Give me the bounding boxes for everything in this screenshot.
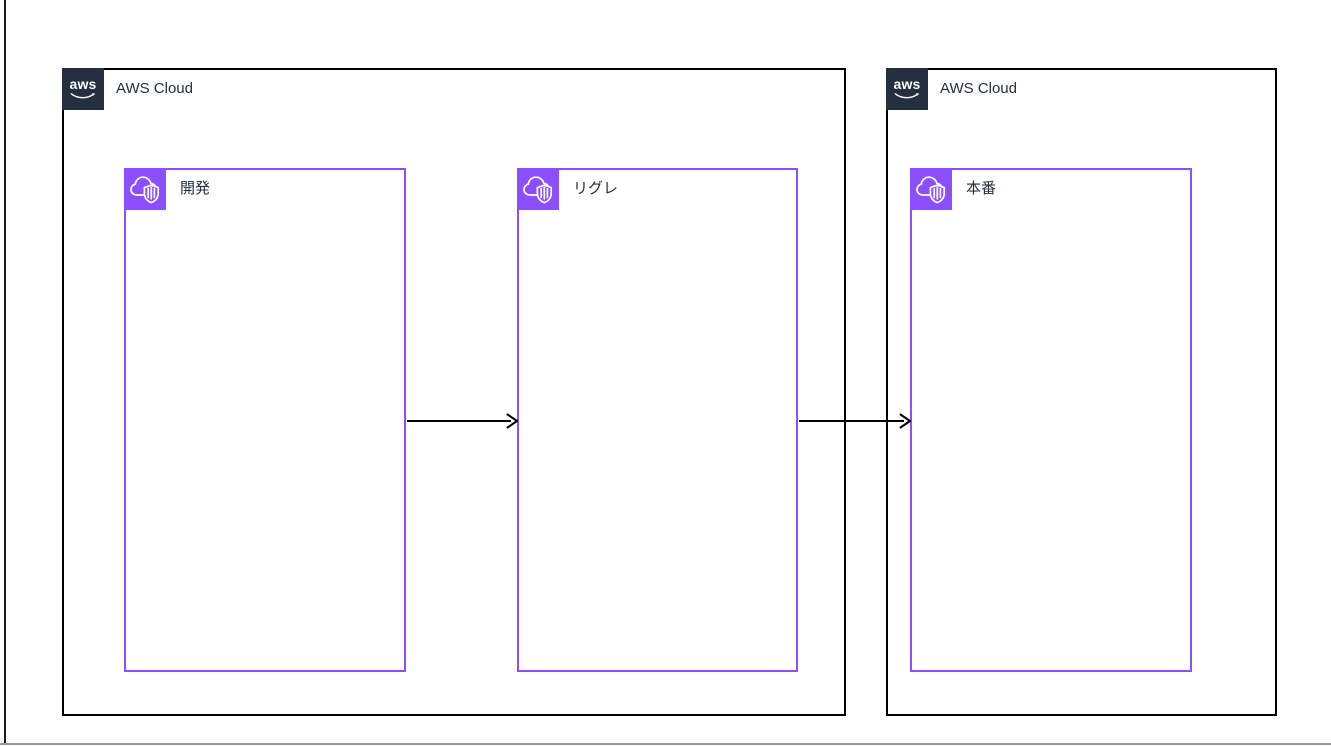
aws-smile-swoosh	[894, 93, 920, 99]
canvas-bottom-edge	[0, 743, 1331, 745]
aws-smile-swoosh	[70, 93, 96, 99]
vpc-title-dev: 開発	[180, 180, 211, 197]
aws-logo-icon: aws	[886, 68, 928, 110]
vpc-box-regression[interactable]: リグレ	[517, 168, 798, 672]
aws-logo-text: aws	[69, 76, 97, 92]
vpc-title-regression: リグレ	[573, 180, 619, 197]
vpc-cloud-shield-icon	[910, 168, 952, 210]
aws-logo-text: aws	[893, 76, 921, 92]
vpc-box-production[interactable]: 本番	[910, 168, 1192, 672]
vpc-cloud-shield-icon	[517, 168, 559, 210]
group-title: AWS Cloud	[116, 80, 193, 97]
canvas-left-edge	[4, 0, 6, 745]
vpc-box-dev[interactable]: 開発	[124, 168, 406, 672]
aws-logo-icon: aws	[62, 68, 104, 110]
group-title: AWS Cloud	[940, 80, 1017, 97]
aws-cloud-group-2[interactable]: aws AWS Cloud 本番	[886, 68, 1277, 716]
aws-cloud-group-1[interactable]: aws AWS Cloud 開発	[62, 68, 846, 716]
vpc-title-production: 本番	[966, 180, 997, 197]
vpc-cloud-shield-icon	[124, 168, 166, 210]
